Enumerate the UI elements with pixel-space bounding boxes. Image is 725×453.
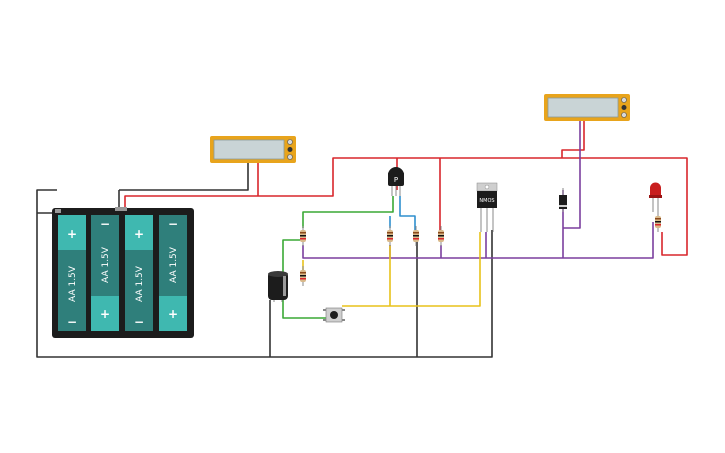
battery-cell: + − AA 1.5V bbox=[58, 215, 86, 331]
cell-bottom-sign: + bbox=[168, 307, 178, 321]
wire-black-ground[interactable] bbox=[36, 163, 493, 358]
resistor[interactable] bbox=[655, 212, 661, 232]
resistor[interactable] bbox=[438, 226, 444, 246]
wire-yellow[interactable] bbox=[302, 232, 481, 307]
resistor[interactable] bbox=[413, 226, 419, 246]
mosfet-chip[interactable]: NMOS bbox=[476, 182, 498, 232]
transistor[interactable]: P bbox=[388, 167, 404, 196]
resistor[interactable] bbox=[300, 266, 306, 286]
resistor[interactable] bbox=[300, 226, 306, 246]
resistor[interactable] bbox=[387, 226, 393, 246]
cell-top-sign: − bbox=[168, 217, 178, 231]
battery-terminal bbox=[55, 209, 61, 213]
battery-cell: − + AA 1.5V bbox=[159, 215, 187, 331]
cell-label: AA 1.5V bbox=[135, 265, 145, 302]
cell-bottom-sign: + bbox=[100, 307, 110, 321]
battery-pack[interactable]: + − AA 1.5V − + AA 1.5V + − AA 1.5V − + … bbox=[52, 207, 194, 338]
cell-label: AA 1.5V bbox=[101, 246, 111, 283]
battery-terminal bbox=[115, 207, 127, 211]
capacitor[interactable] bbox=[268, 271, 288, 302]
cell-top-sign: + bbox=[67, 227, 77, 241]
mosfet-label: NMOS bbox=[479, 198, 494, 204]
push-button[interactable] bbox=[323, 307, 345, 323]
led-red[interactable] bbox=[649, 182, 662, 212]
multimeter-left[interactable] bbox=[210, 136, 296, 163]
cell-label: AA 1.5V bbox=[68, 265, 78, 302]
cell-top-sign: − bbox=[100, 217, 110, 231]
cell-bottom-sign: − bbox=[67, 315, 77, 329]
wire-red-supply[interactable] bbox=[124, 121, 688, 256]
cell-label: AA 1.5V bbox=[169, 246, 179, 283]
diode[interactable] bbox=[559, 188, 567, 212]
wire-green[interactable] bbox=[282, 196, 394, 319]
cell-bottom-sign: − bbox=[134, 315, 144, 329]
battery-cell: − + AA 1.5V bbox=[91, 215, 119, 331]
transistor-label: P bbox=[394, 176, 398, 184]
battery-cell: + − AA 1.5V bbox=[125, 215, 153, 331]
multimeter-right[interactable] bbox=[544, 94, 630, 121]
cell-top-sign: + bbox=[134, 227, 144, 241]
